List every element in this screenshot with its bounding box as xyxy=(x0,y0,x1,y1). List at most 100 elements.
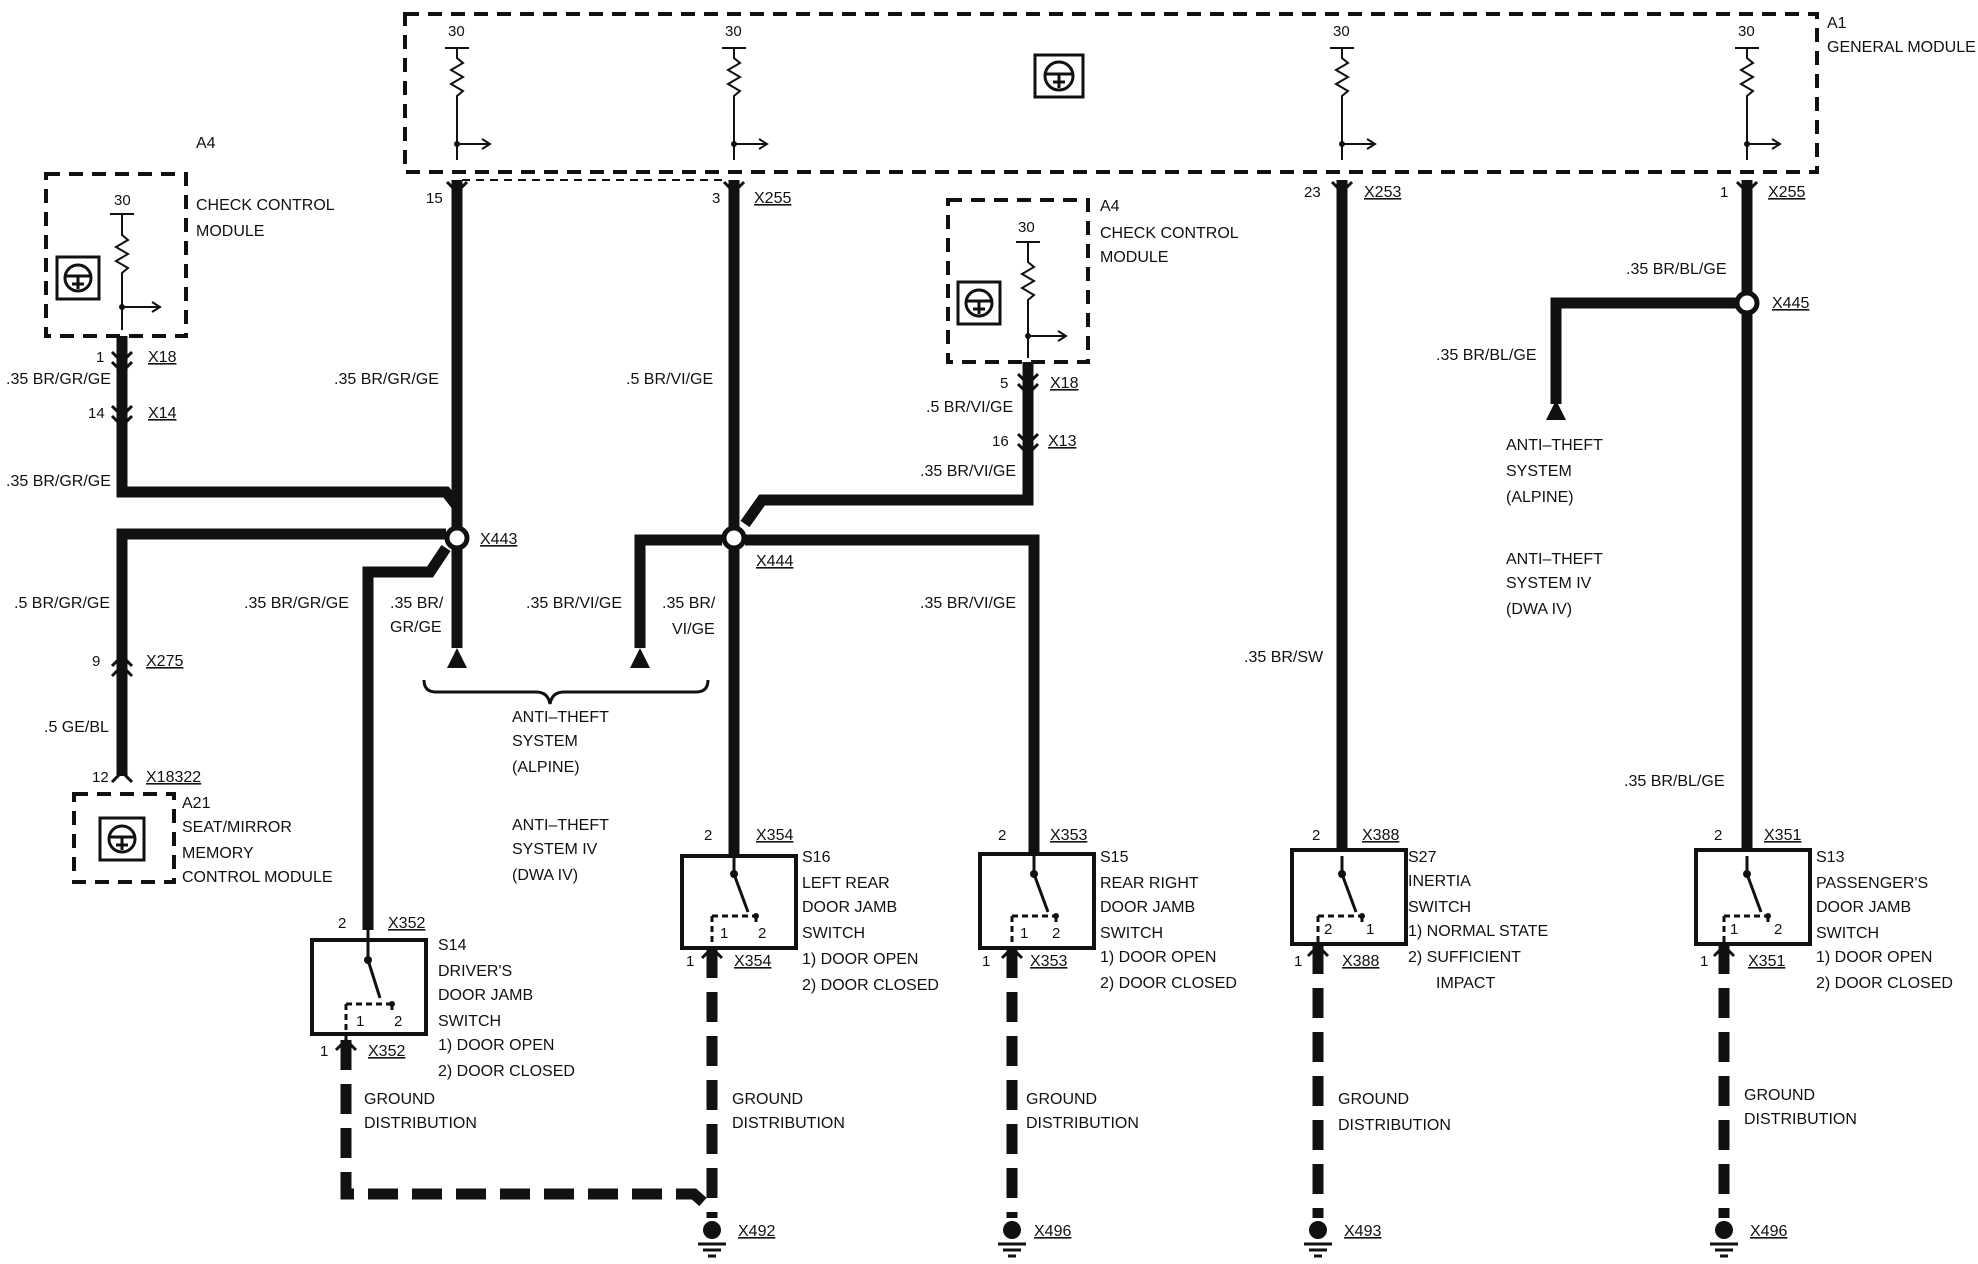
label-check_control_mid-x13_pin: 16 xyxy=(992,433,1009,450)
label-a21-line3: CONTROL MODULE xyxy=(182,869,333,886)
label-switches-s13-l2: DOOR JAMB xyxy=(1816,899,1911,916)
label-switches-s15-top_pin: 2 xyxy=(998,827,1006,844)
label-check_control_left-out_conn: X18 xyxy=(148,349,177,366)
label-switches-s13-top_conn: X351 xyxy=(1764,827,1801,844)
label-a21-id: A21 xyxy=(182,795,211,812)
label-anti_theft_mid-l4: ANTI–THEFT xyxy=(512,817,609,834)
wire-label: .35 BR/VI/GE xyxy=(920,595,1016,612)
label-switches-s14-c1: 1 xyxy=(356,1013,364,1030)
label-ground-g4_l1: GROUND xyxy=(1338,1091,1409,1108)
internal-pullup-2: 30 xyxy=(722,23,769,160)
label-ground-g1_l1: GROUND xyxy=(364,1091,435,1108)
label-switches-s27-top_pin: 2 xyxy=(1312,827,1320,844)
label-ground-g1_l2: DISTRIBUTION xyxy=(364,1115,477,1132)
anti-theft-label-right: ANTI–THEFT SYSTEM (ALPINE) ANTI–THEFT SY… xyxy=(1506,437,1603,618)
anti-theft-label-mid: ANTI–THEFT SYSTEM (ALPINE) ANTI–THEFT SY… xyxy=(512,709,609,884)
label-switches-s13-o2: 2) DOOR CLOSED xyxy=(1816,975,1953,992)
label-switches-s15-l2: DOOR JAMB xyxy=(1100,899,1195,916)
label-switches-s14-l3: SWITCH xyxy=(438,1013,501,1030)
s16-box xyxy=(680,854,798,950)
label-wires-x275_conn: X275 xyxy=(146,653,183,670)
label-switches-s14-o1: 1) DOOR OPEN xyxy=(438,1037,554,1054)
splice-x444-label: X444 xyxy=(756,553,793,570)
label-a21-line2: MEMORY xyxy=(182,845,254,862)
label-check_control_mid-pin_30: 30 xyxy=(1018,219,1035,236)
label-switches-s13-top_pin: 2 xyxy=(1714,827,1722,844)
ground-x496-a-label: X496 xyxy=(1034,1223,1071,1240)
pin-1-x255: 1 xyxy=(1720,184,1728,201)
label-anti_theft_mid-l1: ANTI–THEFT xyxy=(512,709,609,726)
label-check_control_mid-id: A4 xyxy=(1100,198,1120,215)
wire-label: .35 BR/ xyxy=(662,595,716,612)
wire-label: .35 BR/BL/GE xyxy=(1626,261,1727,278)
wire-label: .35 BR/GR/GE xyxy=(244,595,349,612)
label-check_control_left-x14_conn: X14 xyxy=(148,405,177,422)
ground-x493-label: X493 xyxy=(1344,1223,1381,1240)
label-check_control_left-name_line2: MODULE xyxy=(196,223,264,240)
wire-label: .35 BR/VI/GE xyxy=(920,463,1016,480)
label-switches-s15-o1: 1) DOOR OPEN xyxy=(1100,949,1216,966)
label-ground-g3_l1: GROUND xyxy=(1026,1091,1097,1108)
label-switches-s27-c1: 2 xyxy=(1324,921,1332,938)
ground-symbol-x493 xyxy=(1304,1221,1332,1258)
wire-label: VI/GE xyxy=(672,621,715,638)
connector-x253: X253 xyxy=(1364,184,1401,201)
label-check_control_left-id: A4 xyxy=(196,135,216,152)
label-switches-s13-o1: 1) DOOR OPEN xyxy=(1816,949,1932,966)
label-ground-g2_l1: GROUND xyxy=(732,1091,803,1108)
internal-pullup-1: 30 xyxy=(445,23,492,160)
label-switches-s16-l1: LEFT REAR xyxy=(802,875,890,892)
label-switches-s14-top_pin: 2 xyxy=(338,915,346,932)
connector-x255-a: X255 xyxy=(754,190,791,207)
label-switches-s14-bot_pin: 1 xyxy=(320,1043,328,1060)
pin-15: 15 xyxy=(426,190,443,207)
wire-label: .35 BR/ xyxy=(390,595,444,612)
wire-label: .35 BR/GR/GE xyxy=(6,473,111,490)
label-a21-pin: 12 xyxy=(92,769,109,786)
label-switches-s27-c2: 1 xyxy=(1366,921,1374,938)
general-module-border xyxy=(403,12,1819,174)
label-switches-s15-o2: 2) DOOR CLOSED xyxy=(1100,975,1237,992)
label-general_module-pin_30: 30 xyxy=(1333,23,1350,40)
label-switches-s13-id: S13 xyxy=(1816,849,1845,866)
label-switches-s16-top_conn: X354 xyxy=(756,827,793,844)
wire-label: .35 BR/GR/GE xyxy=(334,371,439,388)
label-anti_theft_mid-l3: (ALPINE) xyxy=(512,759,580,776)
label-check_control_left-out_pin: 1 xyxy=(96,349,104,366)
label-switches-s13-l1: PASSENGER'S xyxy=(1816,875,1928,892)
label-switches-s14-l2: DOOR JAMB xyxy=(438,987,533,1004)
label-switches-s14-top_conn: X352 xyxy=(388,915,425,932)
switch-s13 xyxy=(1694,848,1812,946)
label-switches-s13-bot_pin: 1 xyxy=(1700,953,1708,970)
ground-x492-label: X492 xyxy=(738,1223,775,1240)
s27-box xyxy=(1290,848,1408,946)
switch-s14 xyxy=(310,930,428,1050)
label-switches-s14-o2: 2) DOOR CLOSED xyxy=(438,1063,575,1080)
label-ground-g2_l2: DISTRIBUTION xyxy=(732,1115,845,1132)
general-module-id: A1 xyxy=(1827,15,1847,32)
anti-theft-arrows xyxy=(447,400,1566,668)
seat-mirror-module-a21 xyxy=(72,792,176,884)
label-switches-s16-bot_pin: 1 xyxy=(686,953,694,970)
module-chip-icon xyxy=(55,255,101,301)
check-control-left-border xyxy=(44,172,188,338)
ground-symbol-x492 xyxy=(698,1221,726,1258)
label-switches-s16-l2: DOOR JAMB xyxy=(802,899,897,916)
label-switches-s15-top_conn: X353 xyxy=(1050,827,1087,844)
wire-label: .35 BR/VI/GE xyxy=(526,595,622,612)
label-switches-s14-bot_conn: X352 xyxy=(368,1043,405,1060)
label-anti_theft_mid-l5: SYSTEM IV xyxy=(512,841,598,858)
label-switches-s16-l3: SWITCH xyxy=(802,925,865,942)
label-check_control_mid-name_line1: CHECK CONTROL xyxy=(1100,225,1239,242)
label-anti_theft_right-l5: SYSTEM IV xyxy=(1506,575,1592,592)
label-anti_theft_mid-l2: SYSTEM xyxy=(512,733,578,750)
label-anti_theft_right-l2: SYSTEM xyxy=(1506,463,1572,480)
label-check_control_mid-x13_conn: X13 xyxy=(1048,433,1077,450)
ground-x496-b-label: X496 xyxy=(1750,1223,1787,1240)
splice-x443-label: X443 xyxy=(480,531,517,548)
label-general_module-pin_30: 30 xyxy=(448,23,465,40)
label-switches-s16-c2: 2 xyxy=(758,925,766,942)
label-switches-s16-top_pin: 2 xyxy=(704,827,712,844)
wire-label: GR/GE xyxy=(390,619,442,636)
label-switches-s27-l1: INERTIA xyxy=(1408,873,1471,890)
